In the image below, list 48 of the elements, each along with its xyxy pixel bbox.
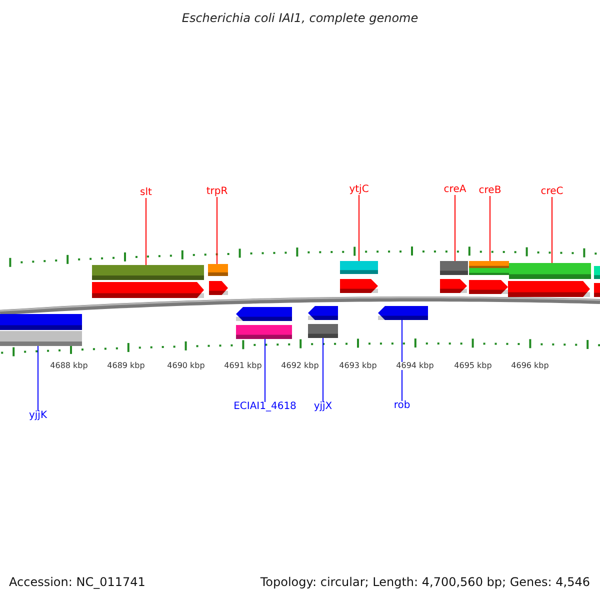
gene-label: yjjX <box>314 402 332 412</box>
scale-label: 4693 kbp <box>339 362 377 370</box>
gene-bar <box>469 268 509 275</box>
gene-bar <box>236 325 292 339</box>
gene-block <box>92 282 204 298</box>
gene-bar <box>0 314 82 330</box>
gene-bar <box>594 283 600 297</box>
gene-label: creC <box>540 187 564 197</box>
scale-label: 4695 kbp <box>454 362 492 370</box>
gene-bar <box>308 324 338 338</box>
gene-label: yjjK <box>28 411 48 421</box>
gene-block <box>308 306 338 320</box>
gene-bar <box>92 265 204 280</box>
gene-label: slt <box>140 188 152 198</box>
gene-block <box>469 280 508 294</box>
scale-label: 4696 kbp <box>511 362 549 370</box>
leader-line <box>264 338 266 402</box>
scale-label: 4690 kbp <box>167 362 205 370</box>
scale-label: 4689 kbp <box>107 362 145 370</box>
footer-text: Topology: circular; Length: 4,700,560 bp; Genes: 4,546 <box>260 575 590 589</box>
genome-title: Escherichia coli IAI1, complete genome <box>182 12 418 24</box>
gene-bar <box>208 264 228 276</box>
leader-line <box>216 196 218 264</box>
gene-block <box>209 281 228 295</box>
gene-bar <box>440 261 468 275</box>
scale-label: 4691 kbp <box>224 362 262 370</box>
gene-label: creB <box>478 186 502 196</box>
gene-bar <box>509 263 591 279</box>
leader-line <box>322 338 324 402</box>
scale-label: 4692 kbp <box>281 362 319 370</box>
scale-label: 4694 kbp <box>396 362 434 370</box>
scale-label: 4688 kbp <box>50 362 88 370</box>
gene-block <box>340 279 378 293</box>
gene-block <box>378 306 428 320</box>
gene-label: trpR <box>206 187 228 197</box>
gene-label: ECIAI1_4618 <box>234 402 296 412</box>
footer-text: Accession: NC_011741 <box>9 575 146 589</box>
gene-block <box>440 279 467 293</box>
leader-line <box>358 194 360 262</box>
gene-label: ytjC <box>349 185 369 195</box>
gene-bar <box>594 266 600 279</box>
gene-bar <box>0 331 82 346</box>
leader-line <box>454 194 456 262</box>
gene-bar <box>340 261 378 274</box>
gene-block <box>236 307 292 321</box>
gene-label: rob <box>394 401 410 411</box>
gene-label: creA <box>444 185 466 195</box>
gene-bar <box>469 261 509 268</box>
